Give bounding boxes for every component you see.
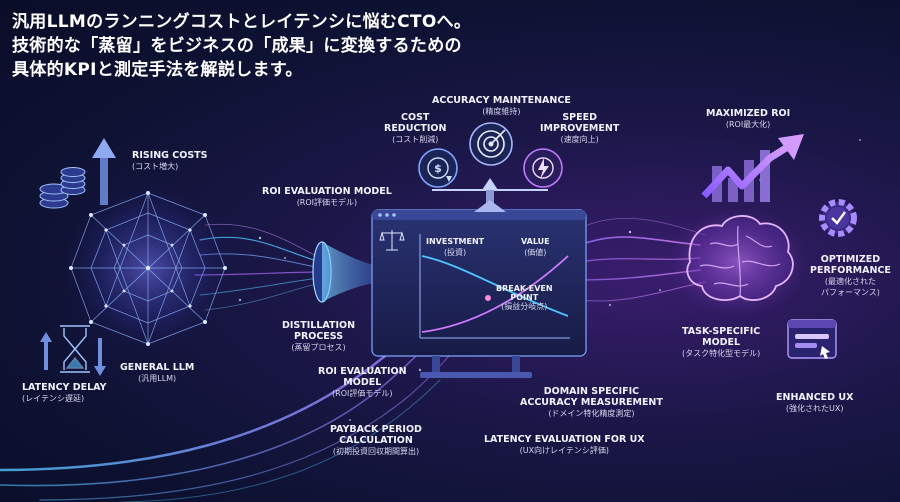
maximized-roi-label: MAXIMIZED ROI (ROI最大化) [706, 108, 791, 129]
balance-beam [432, 178, 548, 212]
cost-reduction-label: COST REDUCTION (コスト削減) [384, 112, 447, 144]
headline-line-3: 具体的KPIと測定手法を解説します。 [12, 60, 303, 80]
up-arrow-icon [92, 138, 116, 205]
speed-clock-icon [523, 148, 563, 188]
target-icon [469, 122, 513, 166]
investment-label: INVESTMENT (投資) [426, 237, 485, 257]
enhanced-ux-label: ENHANCED UX (強化されたUX) [776, 392, 854, 413]
roi-model-bottom-label: ROI EVALUATION MODEL (ROI評価モデル) [318, 366, 407, 398]
speed-improvement-label: SPEED IMPROVEMENT (速度向上) [540, 112, 620, 144]
gear-check-icon [819, 199, 857, 237]
domain-accuracy-label: DOMAIN SPECIFIC ACCURACY MEASUREMENT (ドメ… [520, 386, 663, 418]
balance-scale-icon [379, 230, 405, 251]
accuracy-maintenance-label: ACCURACY MAINTENANCE (精度維持) [432, 95, 571, 116]
rising-chart-icon [701, 134, 804, 202]
break-even-label: BREAK-EVEN POINT (損益分岐点) [496, 284, 553, 311]
headline-line-1: 汎用LLMのランニングコストとレイテンシに悩むCTOへ。 [12, 12, 472, 32]
general-llm-sphere-icon [63, 183, 233, 353]
svg-text:$: $ [434, 162, 442, 175]
payback-period-label: PAYBACK PERIOD CALCULATION (初期投資回収期間算出) [330, 424, 422, 456]
rising-costs-label: RISING COSTS (コスト増大) [132, 150, 208, 171]
latency-delay-label: LATENCY DELAY (レイテンシ遅延) [22, 382, 107, 403]
task-specific-model-label: TASK-SPECIFIC MODEL (タスク特化型モデル) [682, 326, 761, 358]
distillation-process-label: DISTILLATION PROCESS (蒸留プロセス) [282, 320, 356, 352]
coin-stack-icon [39, 167, 86, 209]
roi-model-top-label: ROI EVALUATION MODEL (ROI評価モデル) [262, 186, 392, 207]
roi-evaluation-panel [371, 209, 587, 378]
ux-window-icon [787, 319, 837, 359]
headline-line-2: 技術的な「蒸留」をビジネスの「成果」に変換するための [12, 36, 462, 56]
optimized-performance-label: OPTIMIZED PERFORMANCE (最適化された パフォーマンス) [810, 254, 891, 297]
value-label: VALUE (価値) [521, 237, 550, 257]
double-arrow-icon [40, 332, 106, 376]
brain-icon [668, 207, 808, 317]
headline: 汎用LLMのランニングコストとレイテンシに悩むCTOへ。 技術的な「蒸留」をビジ… [12, 10, 471, 82]
hourglass-icon [60, 325, 90, 373]
dollar-down-icon: $ [418, 148, 458, 188]
latency-ux-label: LATENCY EVALUATION for UX (UX向けレイテンシ評価) [484, 434, 645, 455]
general-llm-label: GENERAL LLM (汎用LLM) [120, 362, 195, 383]
